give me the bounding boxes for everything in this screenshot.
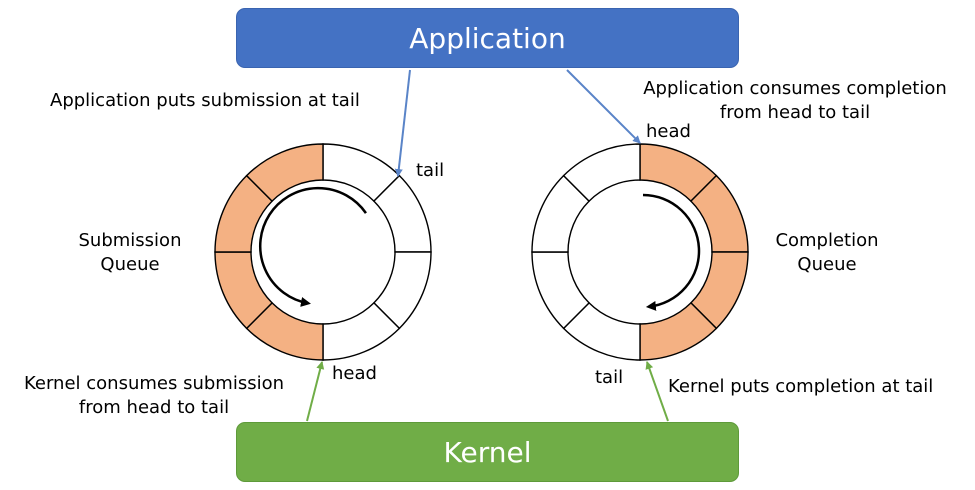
completion-tail-label: tail (595, 367, 624, 388)
submission-queue-slot (245, 143, 324, 203)
kernel-label: Kernel (443, 435, 532, 469)
completion-head-label: head (646, 121, 691, 142)
submission-top-annotation: Application puts submission at tail (50, 90, 360, 111)
completion-queue-label-line2: Queue (797, 254, 857, 275)
submission-bottom-annotation-line2: from head to tail (78, 397, 230, 418)
submission-queue-label-line1: Submission (78, 230, 182, 251)
completion-queue-label-line1: Completion (775, 230, 879, 251)
submission-queue-ring (214, 143, 432, 361)
submission-queue-label: Submission Queue (68, 229, 192, 277)
submission-rotation-arrow (258, 186, 367, 307)
completion-queue-slot (562, 143, 641, 203)
kernel-to-completion-tail-arrow (645, 361, 669, 422)
completion-queue-label: Completion Queue (766, 229, 888, 277)
completion-rotation-arrow (642, 193, 701, 311)
kernel-to-submission-head-arrow (306, 361, 325, 422)
submission-tail-label: tail (416, 160, 445, 181)
app-to-submission-tail-arrow (394, 69, 411, 177)
kernel-box: Kernel (236, 422, 739, 482)
completion-queue-ring (531, 143, 749, 361)
completion-bottom-annotation: Kernel puts completion at tail (668, 376, 934, 397)
submission-queue-label-line2: Queue (100, 254, 160, 275)
completion-top-annotation: Application consumes completion from hea… (626, 77, 964, 125)
application-box: Application (236, 8, 739, 68)
submission-bottom-annotation: Kernel consumes submission from head to … (6, 372, 302, 420)
completion-top-annotation-line1: Application consumes completion (643, 78, 947, 99)
completion-top-annotation-line2: from head to tail (719, 102, 871, 123)
submission-bottom-annotation-line1: Kernel consumes submission (23, 373, 284, 394)
submission-head-label: head (332, 363, 377, 384)
app-to-completion-head-arrow (566, 69, 641, 144)
application-label: Application (409, 21, 566, 55)
